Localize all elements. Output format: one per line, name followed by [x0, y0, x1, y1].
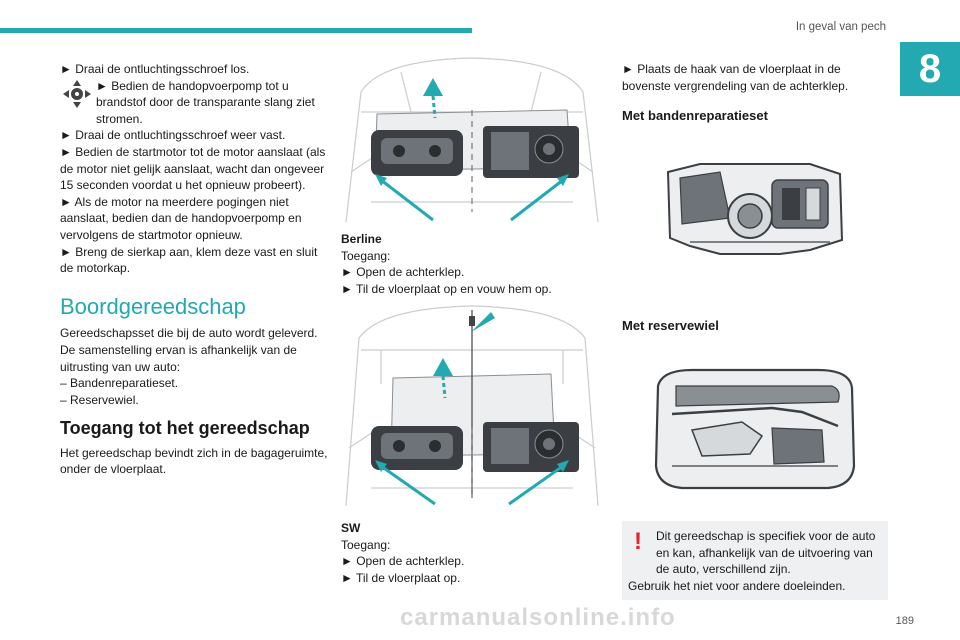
warning-box: ! Dit gereedschap is specifiek voor de a… [622, 521, 888, 600]
chapter-badge: 8 [900, 42, 960, 96]
pump-step: ► Bedien de handopvoerpomp tot u brandst… [60, 78, 328, 128]
section-title: In geval van pech [795, 21, 886, 33]
caption-text: Toegang: [341, 537, 391, 552]
column-left: ► Draai de ontluchtingsschroef los. ► Be… [60, 61, 328, 478]
caption-text: ► Til de vloerplaat op en vouw hem op. [341, 281, 552, 296]
watermark: carmanualsonline.info [400, 604, 676, 631]
berline-caption: Berline Toegang: ► Open de achterklep. ►… [341, 231, 603, 297]
body-text: Het gereedschap bevindt zich in de bagag… [60, 445, 328, 477]
caption-text: ► Til de vloerplaat op. [341, 570, 461, 585]
step-text: ► Plaats de haak van de vloerplaat in de… [622, 62, 849, 93]
step-text: ► Bedien de startmotor tot de motor aans… [60, 144, 326, 193]
heading-reservewiel: Met reservewiel [622, 318, 719, 333]
caption-text: ► Open de achterklep. [341, 554, 465, 569]
warning-text: Dit gereedschap is specifiek voor de aut… [656, 529, 876, 577]
caption-text: ► Open de achterklep. [341, 265, 465, 280]
berline-trunk-illustration [345, 57, 599, 223]
heading-boordgereedschap: Boordgereedschap [60, 293, 246, 319]
body-text: De samenstelling ervan is afhankelijk va… [60, 342, 297, 374]
step-text: ► Draai de ontluchtingsschroef los. [60, 62, 250, 76]
spare-wheel-illustration [654, 368, 856, 490]
step-text: ► Draai de ontluchtingsschroef weer vast… [60, 128, 286, 143]
sw-caption: SW Toegang: ► Open de achterklep. ► Til … [341, 520, 603, 586]
warning-text: Gebruik het niet voor andere doeleinden. [628, 578, 846, 593]
spare-heading-wrap: Met reservewiel [622, 318, 888, 335]
warning-icon: ! [634, 528, 642, 555]
body-text: Gereedschapsset die bij de auto wordt ge… [60, 326, 318, 341]
list-item: – Reservewiel. [60, 392, 139, 407]
column-right: ► Plaats de haak van de vloerplaat in de… [622, 61, 888, 125]
step-text: ► Bedien de handopvoerpomp tot u brandst… [96, 78, 315, 126]
page-number: 189 [895, 615, 914, 627]
step-text: ► Als de motor na meerdere pogingen niet… [60, 194, 302, 242]
sw-trunk-illustration [345, 305, 599, 507]
header-accent-bar [0, 28, 472, 33]
heading-toegang: Toegang tot het gereedschap [60, 418, 310, 439]
step-text: ► Breng de sierkap aan, klem deze vast e… [60, 244, 318, 276]
caption-title: Berline [341, 232, 382, 246]
caption-title: SW [341, 521, 361, 535]
hand-pump-icon [63, 79, 91, 108]
heading-bandenreparatieset: Met bandenreparatieset [622, 108, 768, 124]
list-item: – Bandenreparatieset. [60, 376, 179, 391]
repair-kit-illustration [666, 163, 844, 255]
caption-text: Toegang: [341, 248, 391, 263]
